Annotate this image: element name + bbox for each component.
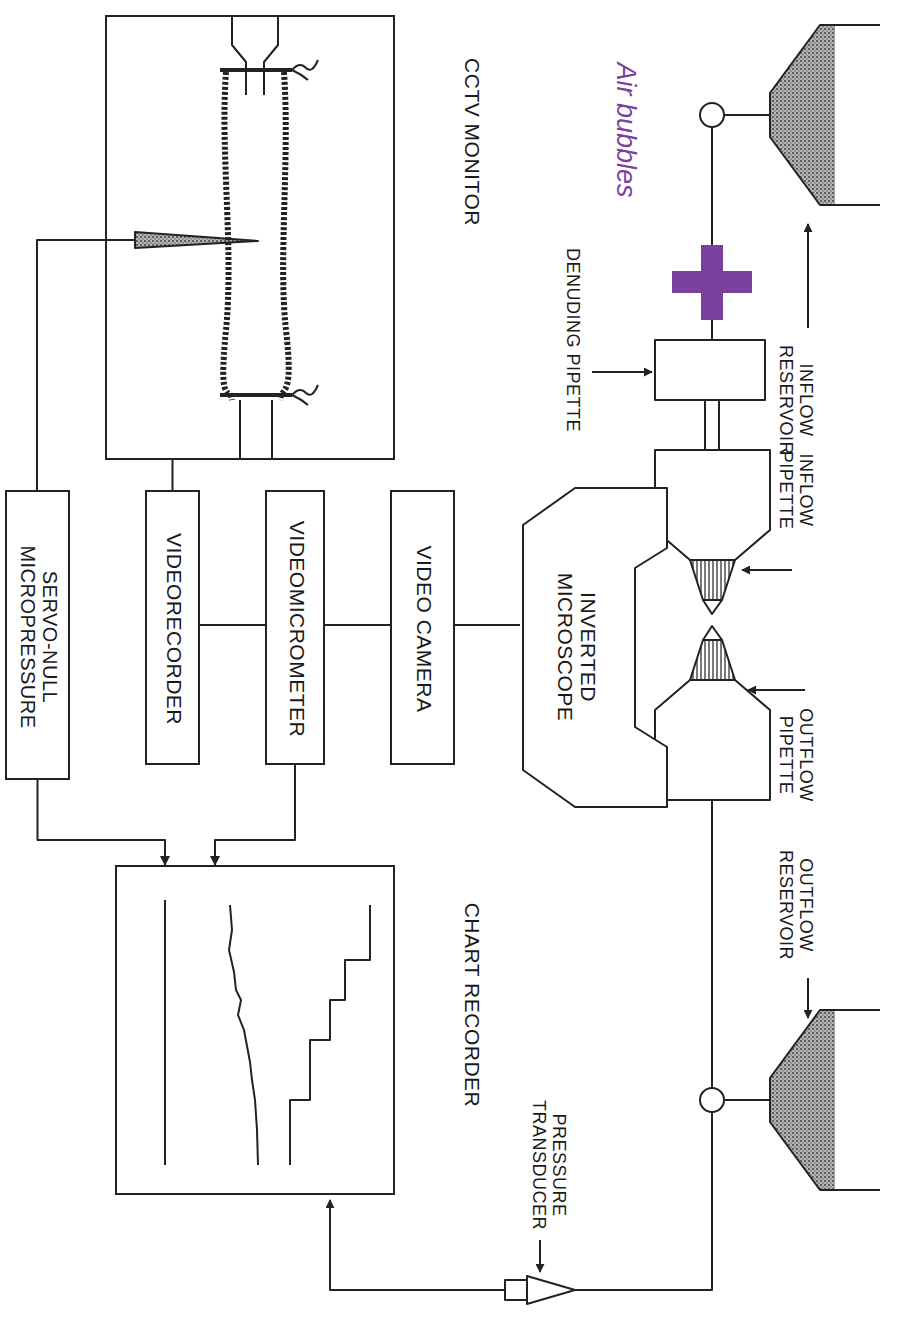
annotation: Air bubbles — [610, 62, 640, 197]
inflow-pipette-point — [703, 600, 722, 614]
box-label: CHART RECORDER — [460, 903, 483, 1108]
videomicrometer: VIDEOMICROMETER — [265, 490, 325, 765]
leader-arrow — [592, 371, 652, 373]
signal-connector — [172, 460, 174, 490]
signal-connector — [38, 780, 166, 865]
inflow-reservoir — [770, 25, 880, 205]
pressure-transducer — [527, 1276, 575, 1304]
vessel-wall — [223, 72, 232, 400]
leader-arrow — [807, 978, 809, 1018]
valve — [700, 103, 724, 127]
inflow-pipette-holder — [655, 450, 770, 560]
diameter-trace — [229, 905, 258, 1165]
transducer-line — [575, 1112, 712, 1290]
outflow-pipette-point — [703, 626, 722, 640]
air-bubble-cross — [672, 271, 752, 293]
box-label: INVERTED MICROSCOPE — [554, 557, 600, 737]
leader-arrow — [748, 689, 805, 691]
cannula — [232, 17, 278, 95]
transducer-signal — [330, 1200, 505, 1290]
leader-arrow — [539, 1240, 541, 1272]
transducer-body — [505, 1280, 527, 1300]
suture-tail — [292, 60, 318, 80]
videorecorder: VIDEORECORDER — [145, 490, 200, 765]
part-label: PRESSURE TRANSDUCER — [528, 1085, 568, 1245]
part-label: DENUDING PIPETTE — [562, 248, 582, 432]
vessel-wall — [280, 72, 289, 400]
denuding-pipette — [655, 340, 765, 400]
pressure-trace — [164, 900, 166, 1165]
suture-tie — [220, 68, 292, 72]
cctv-monitor: CCTV MONITOR — [105, 15, 395, 460]
outflow-line — [711, 800, 713, 1088]
box-label: VIDEO CAMERA — [412, 545, 435, 712]
box-label: CCTV MONITOR — [460, 58, 483, 226]
outflow-pipette-tip — [690, 640, 735, 680]
box-label: VIDEORECORDER — [162, 533, 185, 725]
box-label: VIDEOMICROMETER — [285, 521, 308, 737]
part-label: OUTFLOW PIPETTE — [775, 688, 815, 823]
cannula — [240, 400, 272, 458]
outflow-pipette-holder — [655, 680, 770, 800]
leader-arrow — [742, 569, 792, 571]
signal-connector — [200, 624, 265, 626]
signal-connector — [215, 765, 295, 865]
microscope-outline — [523, 488, 667, 807]
suture-tie — [220, 393, 292, 397]
servo-null-micropressure: SERVO-NULL MICROPRESSURE — [5, 490, 70, 780]
video-camera: VIDEO CAMERA — [390, 490, 455, 765]
inflow-pipette-tip — [690, 560, 735, 600]
reservoir-neck — [724, 1099, 770, 1101]
leader-arrow — [807, 224, 809, 328]
part-label: OUTFLOW RESERVOIR — [775, 830, 815, 980]
valve — [700, 1088, 724, 1112]
outflow-reservoir — [770, 1010, 880, 1190]
pressure-steps — [290, 905, 370, 1165]
micropipette — [135, 232, 258, 248]
reservoir-neck — [724, 114, 770, 116]
inverted-microscope: INVERTED MICROSCOPE — [520, 485, 670, 810]
signal-connector — [455, 624, 520, 626]
reservoir-fluid — [770, 1010, 835, 1190]
pipette-stem — [705, 400, 719, 450]
chart-recorder: CHART RECORDER — [115, 865, 395, 1195]
suture-tail — [292, 385, 318, 405]
signal-connector — [325, 624, 390, 626]
box-label: SERVO-NULL MICROPRESSURE — [17, 535, 61, 740]
micropressure-line — [37, 240, 135, 490]
reservoir-fluid — [770, 25, 835, 205]
part-label: INFLOW PIPETTE — [775, 428, 815, 553]
